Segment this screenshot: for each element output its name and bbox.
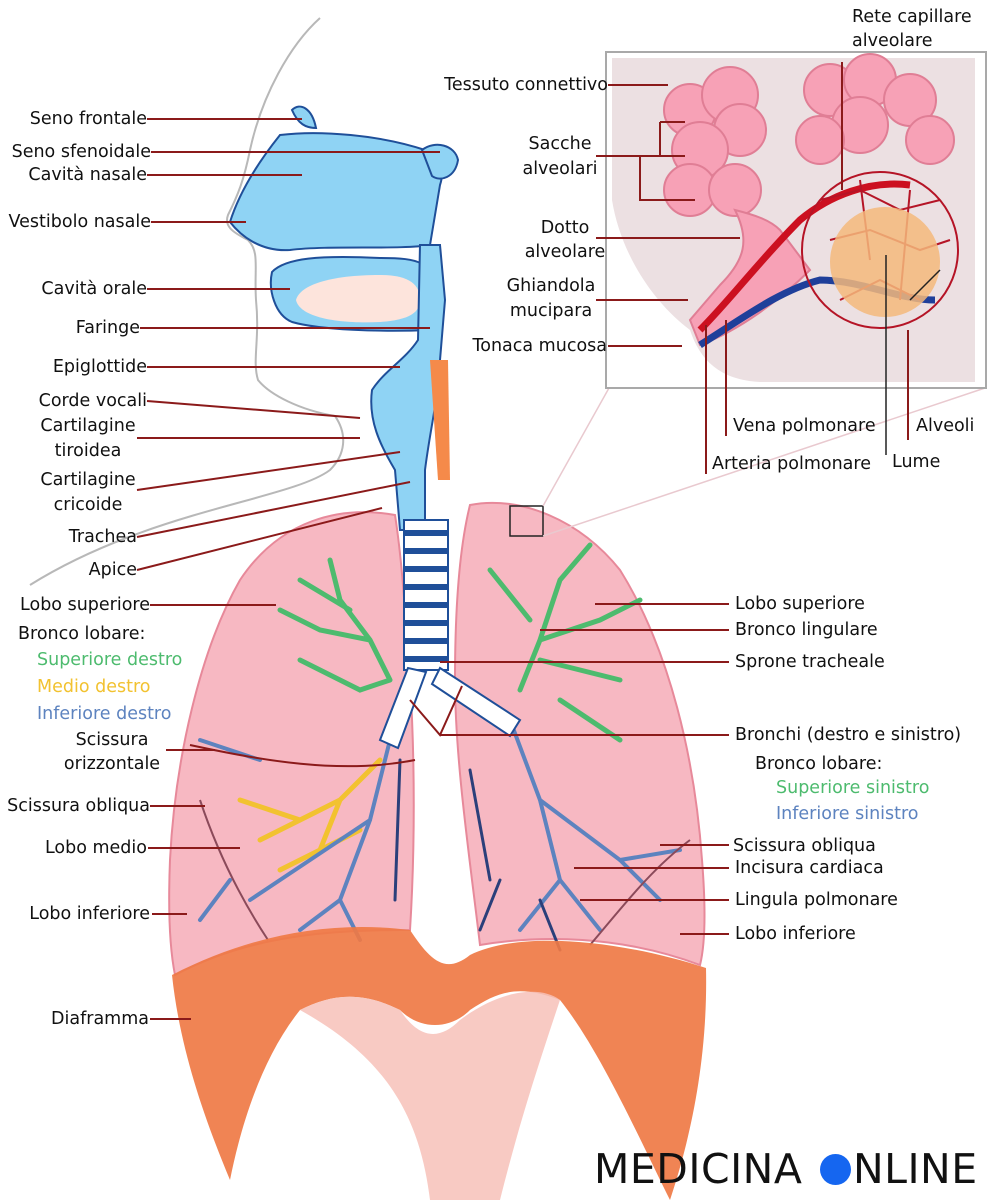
label-scissura-orizzontale-1: Scissura bbox=[75, 730, 149, 750]
label-tessuto-connettivo: Tessuto connettivo bbox=[444, 75, 608, 95]
right-horizontal-fissure bbox=[189, 744, 416, 768]
label-scissura-obliqua-sx: Scissura obliqua bbox=[733, 836, 876, 856]
label-cartilagine-tiroidea-2: tiroidea bbox=[54, 441, 122, 461]
label-bronco-lobare-sx: Bronco lobare: bbox=[755, 754, 883, 774]
label-arteria-polmonare: Arteria polmonare bbox=[712, 454, 871, 474]
label-cavita-nasale: Cavità nasale bbox=[28, 165, 147, 185]
left-oblique-fissure bbox=[589, 839, 691, 946]
nasal-cavity-shape bbox=[228, 132, 443, 252]
right-lower-bronchus bbox=[198, 738, 392, 942]
label-sprone-tracheale: Sprone tracheale bbox=[735, 652, 885, 672]
lumen-lines bbox=[885, 255, 941, 455]
medicinaonline-watermark: MEDICINA NLINE bbox=[594, 1146, 978, 1192]
alveolar-sacs-art bbox=[663, 53, 955, 217]
label-lobo-superiore-sx: Lobo superiore bbox=[735, 594, 865, 614]
label-trachea: Trachea bbox=[68, 527, 137, 547]
label-dotto-alveolare-1: Dotto bbox=[540, 218, 590, 238]
left-upper-bronchus bbox=[487, 542, 643, 743]
label-sacche-alveolari-2: alveolari bbox=[522, 159, 598, 179]
label-cartilagine-cricoide-1: Cartilagine bbox=[40, 470, 136, 490]
right-main-bronchus bbox=[378, 666, 428, 750]
label-scissura-obliqua-dx: Scissura obliqua bbox=[7, 796, 150, 816]
label-epiglottide: Epiglottide bbox=[52, 357, 147, 377]
label-rete-capillare-1: Rete capillare bbox=[852, 7, 972, 27]
deep-blue-branches bbox=[393, 758, 562, 952]
label-seno-sfenoidale: Seno sfenoidale bbox=[11, 142, 151, 162]
label-scissura-orizzontale-2: orizzontale bbox=[63, 754, 161, 774]
label-cartilagine-tiroidea-1: Cartilagine bbox=[40, 416, 136, 436]
label-seno-frontale: Seno frontale bbox=[29, 109, 147, 129]
label-sacche-alveolari-1: Sacche bbox=[528, 134, 592, 154]
label-lobo-inferiore-dx: Lobo inferiore bbox=[29, 904, 150, 924]
zoom-guide-lines bbox=[542, 387, 986, 537]
alveolus-cross-section bbox=[830, 207, 940, 317]
frontal-sinus-shape bbox=[290, 105, 318, 130]
diaphragm-highlight bbox=[300, 991, 560, 1200]
sphenoid-sinus-shape bbox=[420, 143, 460, 180]
label-bronco-lobare-dx: Bronco lobare: bbox=[18, 624, 146, 644]
tongue-shape bbox=[296, 275, 420, 323]
label-alveoli: Alveoli bbox=[916, 416, 975, 436]
label-lingula-polmonare: Lingula polmonare bbox=[735, 890, 898, 910]
label-dotto-alveolare-2: alveolare bbox=[524, 242, 606, 262]
right-middle-bronchus bbox=[237, 757, 383, 873]
label-diaframma: Diaframma bbox=[51, 1009, 149, 1029]
right-oblique-fissure bbox=[199, 799, 269, 941]
trachea-rings bbox=[403, 519, 449, 671]
label-rete-capillare-2: alveolare bbox=[852, 31, 933, 51]
label-cartilagine-cricoide-2: cricoide bbox=[53, 495, 123, 515]
label-inferiore-destro: Inferiore destro bbox=[37, 704, 172, 724]
label-lume: Lume bbox=[892, 452, 941, 472]
label-vestibolo-nasale: Vestibolo nasale bbox=[8, 212, 151, 232]
label-incisura-cardiaca: Incisura cardiaca bbox=[735, 858, 884, 878]
label-faringe: Faringe bbox=[75, 318, 140, 338]
label-corde-vocali: Corde vocali bbox=[38, 391, 147, 411]
leader-lines bbox=[136, 62, 909, 1020]
esophagus-shape bbox=[430, 360, 450, 480]
label-apice: Apice bbox=[88, 560, 137, 580]
label-bronco-lingulare: Bronco lingulare bbox=[735, 620, 878, 640]
label-superiore-sinistro: Superiore sinistro bbox=[776, 778, 930, 798]
label-lobo-superiore-dx: Lobo superiore bbox=[20, 595, 150, 615]
label-ghiandola-mucipara-2: mucipara bbox=[509, 301, 593, 321]
detail-marker-box bbox=[509, 505, 544, 537]
diaphragm-shape bbox=[172, 927, 707, 1200]
label-medio-destro: Medio destro bbox=[37, 677, 151, 697]
label-bronchi: Bronchi (destro e sinistro) bbox=[735, 725, 962, 745]
label-lobo-medio: Lobo medio bbox=[44, 838, 147, 858]
label-inferiore-sinistro: Inferiore sinistro bbox=[776, 804, 919, 824]
right-upper-bronchus bbox=[277, 557, 393, 693]
watermark-text-left: MEDICINA bbox=[594, 1145, 803, 1193]
bronchial-trees bbox=[198, 542, 682, 952]
label-vena-polmonare: Vena polmonare bbox=[733, 416, 876, 436]
label-cavita-orale: Cavità orale bbox=[41, 279, 147, 299]
label-tonaca-mucosa: Tonaca mucosa bbox=[472, 336, 607, 356]
label-lobo-inferiore-sx: Lobo inferiore bbox=[735, 924, 856, 944]
face-profile bbox=[29, 17, 345, 586]
label-ghiandola-mucipara-1: Ghiandola bbox=[506, 276, 596, 296]
watermark-dot-icon bbox=[819, 1154, 851, 1185]
left-lower-bronchus bbox=[508, 718, 682, 932]
label-superiore-destro: Superiore destro bbox=[37, 650, 183, 670]
pulmonary-artery-art bbox=[697, 180, 911, 333]
watermark-text-right: NLINE bbox=[852, 1145, 978, 1193]
